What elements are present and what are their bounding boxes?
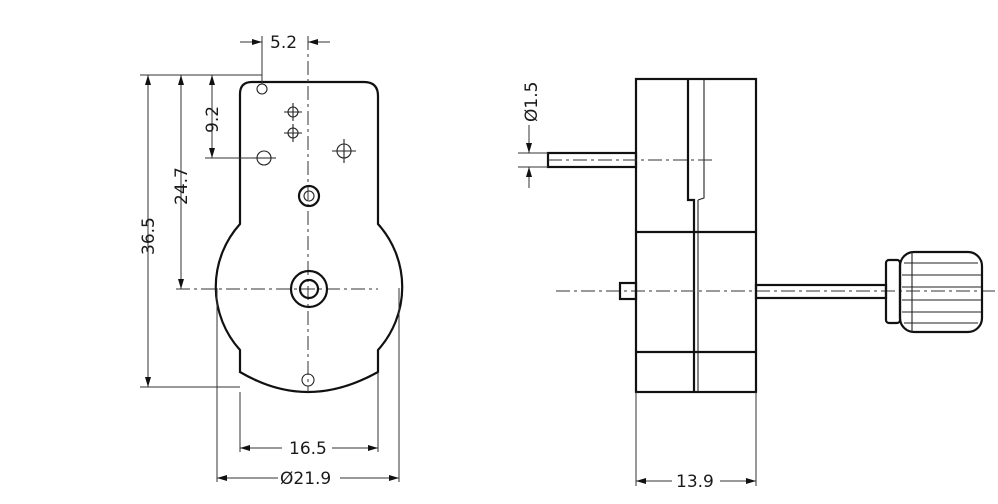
mount-hole-bottom-icon xyxy=(301,373,315,387)
front-view: 5.2 9.2 24.7 36.5 16.5 Ø21.9 xyxy=(139,33,404,489)
crosshair-hole-upper-icon xyxy=(284,103,302,121)
dim-output-shaft-diameter: Ø1.5 xyxy=(522,82,542,122)
front-outline xyxy=(214,80,404,394)
side-view: Ø1.5 13.9 xyxy=(518,77,998,492)
dim-depth: 13.9 xyxy=(676,472,714,492)
dim-overall-height: 36.5 xyxy=(139,217,159,255)
crosshair-hole-lower-icon xyxy=(284,124,302,142)
mount-hole-top-icon xyxy=(256,83,268,95)
knob-knurling xyxy=(902,252,981,332)
dim-shaft-height: 24.7 xyxy=(172,167,192,205)
crosshair-hole-right-icon xyxy=(332,139,356,163)
rear-stub xyxy=(618,281,638,301)
dim-hole-offset: 5.2 xyxy=(270,33,297,53)
output-bushing-icon xyxy=(289,269,329,309)
side-body xyxy=(634,77,758,394)
dim-body-width: 16.5 xyxy=(289,439,327,459)
dim-hole-spacing: 9.2 xyxy=(203,106,223,133)
dim-round-diameter: Ø21.9 xyxy=(280,469,331,489)
mount-hole-left-icon xyxy=(252,150,276,166)
knurled-knob xyxy=(898,250,984,334)
bushing-upper-icon xyxy=(297,184,321,208)
